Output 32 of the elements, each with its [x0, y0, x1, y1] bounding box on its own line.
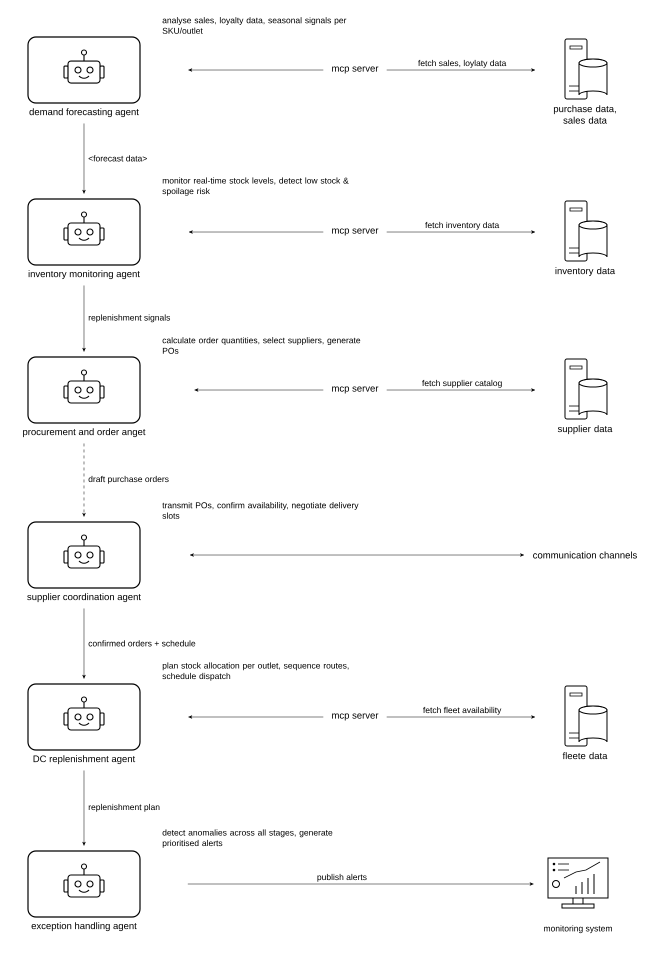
agent-label: demand forecasting agent: [29, 108, 139, 118]
task-note: calculate order quantities, select suppliers, generate POs: [162, 337, 360, 354]
edge-label: fetch sales, loylaty data: [416, 58, 508, 69]
agent-label: inventory monitoring agent: [28, 270, 140, 280]
task-note: detect anomalies across all stages, generate prioritised alerts: [162, 829, 332, 848]
edge-label: replenishment plan: [87, 802, 162, 813]
agent-label: exception handling agent: [32, 922, 137, 932]
system-label: monitoring system: [544, 925, 612, 934]
task-note: plan stock allocation per outlet, sequence routes, schedule dispatch: [162, 662, 348, 681]
edge-label: <forecast data>: [87, 154, 148, 162]
server-label: mcp server: [332, 228, 378, 236]
data-label: purchase data, sales data: [554, 105, 616, 124]
agent-label: DC replenishment agent: [34, 755, 136, 764]
data-label: fleete data: [562, 752, 608, 760]
data-label: inventory data: [556, 267, 616, 276]
edge-label: publish alerts: [316, 872, 368, 883]
data-label: supplier data: [558, 425, 612, 434]
edge-label: fetch supplier catalog: [420, 378, 504, 389]
edge-label: replenishment signals: [87, 313, 172, 324]
edge-label: fetch fleet availability: [422, 706, 502, 716]
edge-label: fetch inventory data: [424, 220, 500, 231]
task-note: transmit POs, confirm availability, negotiate delivery slots: [162, 502, 358, 519]
task-note: analyse sales, loyalty data, seasonal signals per SKU/outlet: [162, 17, 346, 34]
server-label: mcp server: [332, 66, 378, 74]
task-note: monitor real-time stock levels, detect low stock & spoilage risk: [162, 177, 349, 196]
edge-label: confirmed orders + schedule: [87, 639, 197, 648]
agent-label: procurement and order anget: [23, 428, 146, 438]
channel-label: communication channels: [533, 552, 637, 558]
edge-label: draft purchase orders: [87, 474, 170, 485]
server-label: mcp server: [332, 713, 378, 721]
server-label: mcp server: [332, 386, 378, 394]
agent-label: supplier coordination agent: [27, 593, 141, 602]
